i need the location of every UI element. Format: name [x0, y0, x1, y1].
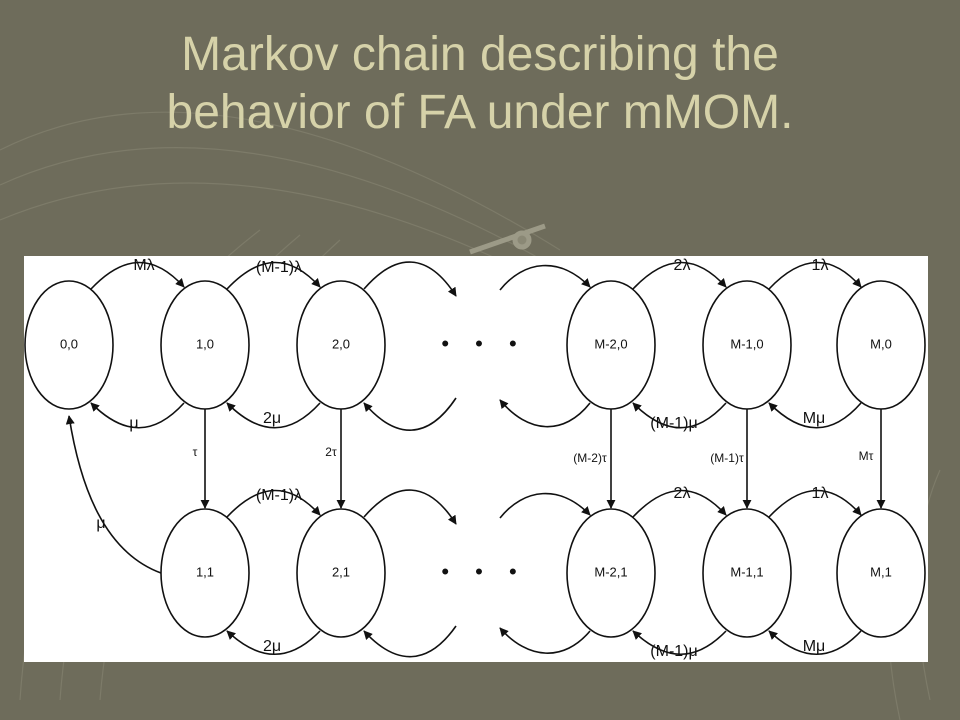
slide-title: Markov chain describing the behavior of …	[0, 26, 960, 142]
arc-M-1-0-to-M-2-0	[632, 402, 727, 429]
label-M-1-1-to-M-1: 1λ	[812, 485, 829, 502]
arc-1-0-to-0-0	[90, 402, 185, 429]
state-label-M-2-0: M-2,0	[594, 336, 627, 351]
label-M-1-0-to-M-0: 1λ	[812, 257, 829, 274]
label-1-0-to-1-1: τ	[193, 445, 198, 459]
label-2-0-to-1-0: 2μ	[263, 410, 281, 427]
label-0-0-to-1-0: Mλ	[133, 257, 154, 274]
label-M-1-0-to-M-1-1: (M-1)τ	[710, 451, 744, 465]
arc-M-2-0-to-dots	[499, 399, 591, 428]
arc-0-0-to-1-0	[90, 261, 185, 290]
state-label-2-0: 2,0	[332, 336, 350, 351]
label-M-2-0-to-M-1-0: 2λ	[674, 257, 691, 274]
arc-dots-to-2-1	[363, 625, 457, 658]
state-label-M-1-0: M-1,0	[730, 336, 763, 351]
arc-M-1-0-to-M-0	[768, 261, 862, 290]
arc-M-2-1-to-M-1-1	[632, 489, 727, 518]
arc-2-1-to-dots	[363, 489, 457, 525]
arc-M-2-0-to-M-1-0	[632, 261, 727, 290]
arc-1-0-to-2-0	[226, 261, 321, 290]
label-2-1-to-1-1: 2μ	[263, 638, 281, 655]
arc-M-1-1-to-M-2-1	[632, 630, 727, 655]
label-1-1-to-0-0: μ	[96, 515, 105, 532]
label-1-0-to-0-0: μ	[129, 415, 138, 432]
label-M-0-to-M-1: Mτ	[859, 449, 874, 463]
state-label-M-1: M,1	[870, 564, 892, 579]
arc-dots-to-M-2-1	[499, 492, 591, 519]
arc-dots-to-M-2-0	[499, 264, 591, 291]
state-label-1-0: 1,0	[196, 336, 214, 351]
state-0-0	[24, 280, 114, 410]
arc-2-0-to-dots	[363, 261, 457, 297]
state-M-2-1	[566, 508, 656, 638]
label-M-1-0-to-M-2-0: (M-1)μ	[650, 415, 697, 432]
arc-1-1-to-0-0	[65, 415, 162, 574]
state-label-M-1-1: M-1,1	[730, 564, 763, 579]
state-label-1-1: 1,1	[196, 564, 214, 579]
state-label-M-2-1: M-2,1	[594, 564, 627, 579]
ellipsis-bottom: • • •	[441, 559, 526, 584]
label-2-0-to-2-1: 2τ	[325, 445, 337, 459]
markov-chain-figure: 0,0 1,0 2,0 M-2,0 M-1,0 M,0 1,1 2,1 M-2,…	[24, 256, 928, 662]
arc-M-0-to-M-1-0	[768, 402, 862, 429]
state-label-2-1: 2,1	[332, 564, 350, 579]
ellipsis-top: • • •	[441, 331, 526, 356]
label-M-0-to-M-1-0: Mμ	[803, 410, 826, 427]
arc-dots-to-2-0	[363, 397, 457, 431]
state-M-1	[836, 508, 926, 638]
arc-M-1-1-to-M-1	[768, 489, 862, 518]
label-M-1-1-to-M-2-1: (M-1)μ	[650, 643, 697, 660]
slide-title-line-1: Markov chain describing the	[181, 28, 779, 81]
arc-2-0-to-1-0	[226, 402, 321, 429]
arc-M-1-to-M-1-1	[768, 630, 862, 655]
state-label-0-0: 0,0	[60, 336, 78, 351]
label-1-0-to-2-0: (M-1)λ	[256, 259, 302, 276]
arc-1-1-to-2-1	[226, 489, 321, 518]
slide-title-line-2: behavior of FA under mMOM.	[166, 86, 794, 139]
markov-chain-diagram: 0,0 1,0 2,0 M-2,0 M-1,0 M,0 1,1 2,1 M-2,…	[24, 257, 926, 660]
state-M-1-1	[702, 508, 792, 638]
state-2-1	[296, 508, 386, 638]
arc-M-2-1-to-dots	[499, 627, 591, 654]
label-1-1-to-2-1: (M-1)λ	[256, 487, 302, 504]
arc-2-1-to-1-1	[226, 630, 321, 655]
state-label-M-0: M,0	[870, 336, 892, 351]
label-M-1-to-M-1-1: Mμ	[803, 638, 826, 655]
label-M-2-1-to-M-1-1: 2λ	[674, 485, 691, 502]
label-M-2-0-to-M-2-1: (M-2)τ	[573, 451, 607, 465]
